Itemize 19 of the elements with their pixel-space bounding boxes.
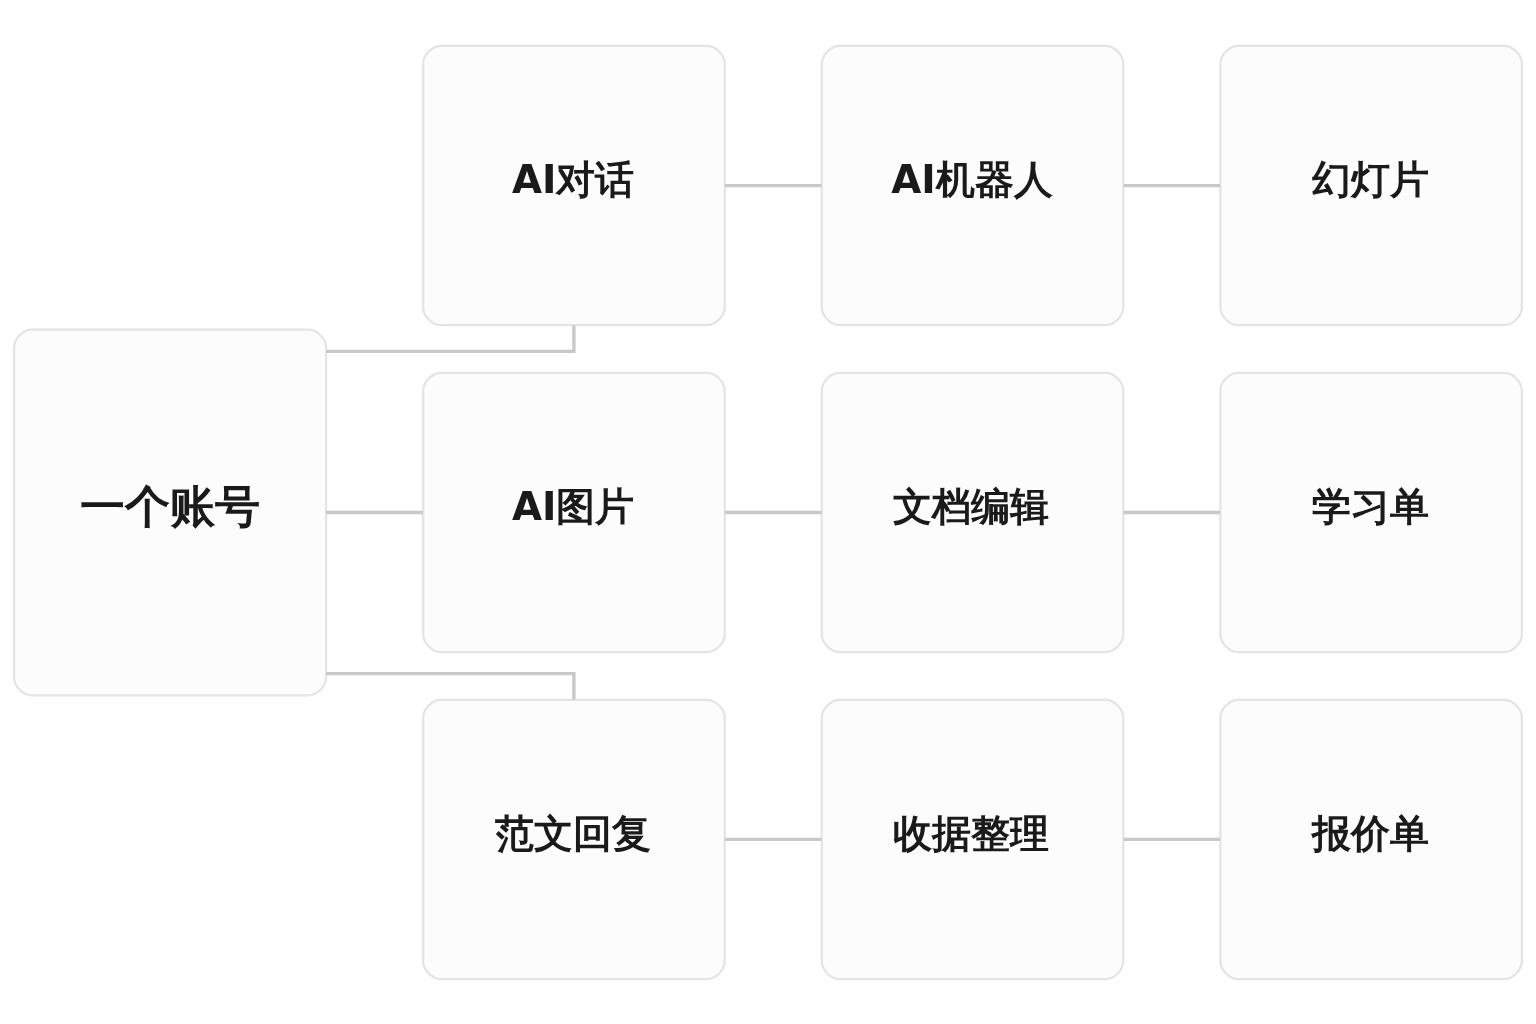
node-box: 报价单 (1219, 698, 1524, 980)
connector (326, 671, 576, 700)
connector (1123, 183, 1220, 187)
node-box: AI图片 (422, 371, 726, 653)
node-box: 一个账号 (12, 328, 328, 696)
node-box: 幻灯片 (1219, 44, 1524, 326)
node-box: 文档编辑 (820, 371, 1125, 653)
connector (1123, 510, 1220, 514)
node-box: AI对话 (422, 44, 726, 326)
connector (725, 837, 822, 841)
node-box: 学习单 (1219, 371, 1524, 653)
connector (326, 324, 576, 353)
connector (725, 183, 822, 187)
node-box: AI机器人 (820, 44, 1125, 326)
connector (725, 510, 822, 514)
connector (1123, 837, 1220, 841)
node-box: 收据整理 (820, 698, 1125, 980)
node-box: 范文回复 (422, 698, 726, 980)
connector (326, 510, 423, 514)
